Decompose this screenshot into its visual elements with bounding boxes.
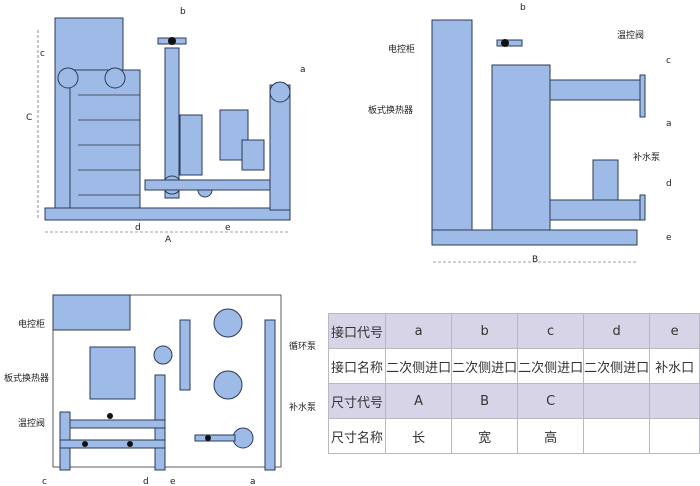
- label-d: d: [666, 179, 672, 189]
- label-b: b: [520, 3, 526, 13]
- label-c: c: [666, 56, 671, 66]
- makeup-pump: [592, 159, 619, 201]
- label-d: d: [143, 477, 149, 486]
- makeup-pump: [232, 427, 254, 449]
- label-circulation-pump: 循环泵: [289, 340, 316, 352]
- table-cell: 尺寸名称: [327, 418, 387, 454]
- table-cell: C: [517, 383, 585, 419]
- pipe-b: [164, 47, 180, 199]
- table-cell: 二次侧进口: [385, 348, 453, 384]
- table-cell: 长: [385, 418, 453, 454]
- port-a: [269, 81, 291, 103]
- table-cell: 宽: [451, 418, 519, 454]
- plate-heat-exchanger: [89, 346, 136, 400]
- label-cabinet: 电控柜: [388, 43, 415, 55]
- table-cell: a: [385, 313, 453, 349]
- table-cell: [649, 383, 700, 419]
- port-c: [57, 67, 79, 89]
- top-view: 电控柜 板式换热器 温控阀 循环泵 补水泵 c d e a: [4, 294, 316, 486]
- table-row: 接口名称 二次侧进口 二次侧进口 二次侧进口 二次侧进口 补水口: [327, 348, 700, 384]
- table-cell: 二次侧进口: [451, 348, 519, 384]
- label-b: b: [180, 7, 186, 17]
- label-e: e: [225, 223, 231, 233]
- label-a: a: [250, 477, 256, 486]
- table-cell: [583, 418, 651, 454]
- label-valve: 温控阀: [18, 417, 45, 429]
- label-exchanger: 板式换热器: [4, 372, 49, 384]
- table-cell: c: [517, 313, 585, 349]
- table-cell: A: [385, 383, 453, 419]
- plate-heat-exchanger: [491, 64, 551, 231]
- label-e: e: [666, 233, 672, 243]
- table-cell: 二次侧进口: [517, 348, 585, 384]
- table-cell: 接口名称: [327, 348, 387, 384]
- table-cell: B: [451, 383, 519, 419]
- side-view: b 电控柜 温控阀 板式换热器 补水泵 c a d e B: [368, 3, 672, 265]
- label-a: a: [300, 65, 306, 75]
- table-cell: [649, 418, 700, 454]
- table-cell: 补水口: [649, 348, 700, 384]
- label-cabinet: 电控柜: [18, 318, 45, 330]
- table-cell: 接口代号: [327, 313, 387, 349]
- table-cell: 尺寸代号: [327, 383, 387, 419]
- dimension-A: A: [165, 235, 172, 245]
- table-cell: 二次侧进口: [583, 348, 651, 384]
- interface-spec-table: 接口代号 a b c d e 接口名称 二次侧进口 二次侧进口 二次侧进口 二次…: [327, 313, 700, 454]
- table-cell: 高: [517, 418, 585, 454]
- table-cell: b: [451, 313, 519, 349]
- label-e: e: [170, 477, 176, 486]
- label-valve: 温控阀: [617, 29, 644, 41]
- label-a: a: [666, 119, 672, 129]
- front-view: b c a d e C A: [26, 7, 306, 245]
- control-cabinet: [431, 19, 473, 231]
- table-cell: [583, 383, 651, 419]
- dimension-C: C: [26, 113, 32, 123]
- table-row: 接口代号 a b c d e: [327, 313, 700, 349]
- control-cabinet: [52, 294, 131, 331]
- label-c: c: [40, 49, 45, 59]
- label-exchanger: 板式换热器: [368, 104, 413, 116]
- circulation-pump-2: [213, 370, 243, 400]
- table-cell: e: [649, 313, 700, 349]
- label-d: d: [135, 223, 141, 233]
- label-c: c: [42, 477, 47, 486]
- circulation-pump-1: [213, 308, 243, 338]
- label-pump: 补水泵: [633, 151, 660, 163]
- label-pump: 补水泵: [289, 401, 316, 413]
- table-row: 尺寸名称 长 宽 高: [327, 418, 700, 454]
- table-row: 尺寸代号 A B C: [327, 383, 700, 419]
- plate-heat-exchanger: [69, 69, 141, 211]
- base-frame: [44, 207, 291, 221]
- circulation-pump: [179, 114, 203, 176]
- table-cell: d: [583, 313, 651, 349]
- dimension-B: B: [532, 255, 538, 265]
- base-frame: [431, 229, 638, 246]
